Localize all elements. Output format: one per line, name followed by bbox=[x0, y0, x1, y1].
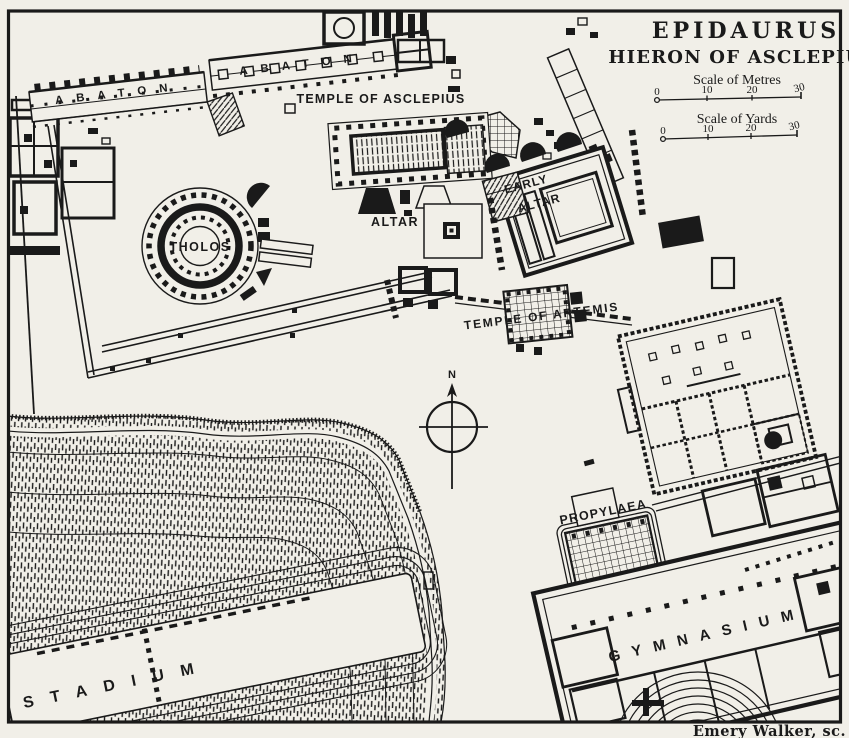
temple-of-artemis-structure bbox=[502, 283, 587, 355]
scale-tick: 20 bbox=[747, 84, 759, 96]
scale-tick: 0 bbox=[654, 86, 660, 98]
map-title-line2: HIERON OF ASCLEPIUS. bbox=[608, 47, 849, 68]
compass-north-label: N bbox=[448, 369, 456, 381]
label-temple-of-asclepius: TEMPLE OF ASCLEPIUS bbox=[297, 92, 466, 106]
stadium-field: STADIUM bbox=[10, 546, 448, 721]
early-altar-court bbox=[481, 132, 635, 279]
altar-structure bbox=[423, 203, 483, 259]
peristyle-colonnade bbox=[331, 115, 489, 187]
map-title-line1: EPIDAURUS bbox=[652, 18, 840, 44]
scale-of-yards: Scale of Yards 0 10 20 30 bbox=[659, 112, 802, 143]
north-arrow-icon bbox=[447, 383, 457, 397]
stadium-seat-row bbox=[36, 596, 312, 656]
abaton-ramp bbox=[206, 92, 246, 137]
cella bbox=[349, 127, 448, 176]
scale-metres-label: Scale of Metres bbox=[693, 73, 781, 88]
monument-base-row bbox=[486, 197, 506, 271]
small-enclosure bbox=[710, 256, 736, 290]
scale-tick: 0 bbox=[660, 125, 666, 137]
tholos-structure bbox=[141, 182, 314, 305]
label-tholos: THOLOS bbox=[169, 240, 230, 254]
temple-of-asclepius-structure bbox=[284, 103, 493, 216]
scale-yards-label: Scale of Yards bbox=[697, 112, 778, 127]
map-content: STADIUM bbox=[10, 12, 839, 721]
road-marker bbox=[423, 571, 434, 590]
exedra bbox=[485, 153, 510, 173]
tholos-inner-colonnade bbox=[169, 215, 231, 277]
stadium-track bbox=[10, 572, 427, 721]
scale-tick: 30 bbox=[792, 81, 806, 95]
scale-tick: 10 bbox=[702, 84, 714, 96]
stadium-starting-line bbox=[141, 628, 163, 708]
scale-of-metres: Scale of Metres 0 10 20 30 bbox=[653, 73, 807, 104]
engraver-credit: Emery Walker, sc. bbox=[693, 723, 846, 738]
odeon bbox=[619, 671, 777, 721]
northeast-rooms bbox=[700, 452, 839, 538]
dark-monument bbox=[658, 215, 704, 249]
exedra bbox=[445, 119, 470, 138]
tholos-wall bbox=[157, 203, 243, 289]
exedra bbox=[556, 132, 582, 152]
exedra bbox=[246, 182, 270, 208]
gymnasium-structure: GYMNASIUM bbox=[530, 518, 839, 721]
votive-base-row bbox=[628, 129, 647, 219]
tholos-outer-colonnade bbox=[146, 192, 254, 300]
katagogion-structure bbox=[615, 296, 819, 497]
scale-tick: 20 bbox=[746, 122, 758, 134]
compass-rose: N bbox=[419, 369, 488, 489]
well-structure bbox=[333, 17, 355, 39]
exedra bbox=[520, 142, 546, 162]
title-block: EPIDAURUS HIERON OF ASCLEPIUS. bbox=[608, 18, 849, 68]
label-altar: ALTAR bbox=[371, 215, 419, 229]
abaton-east-structure: ABATON bbox=[208, 29, 433, 99]
scale-tick: 10 bbox=[703, 123, 715, 135]
abaton-west-structure: ABATON bbox=[28, 65, 246, 137]
map-border bbox=[6, 9, 843, 724]
temple-ramp bbox=[358, 188, 396, 214]
scale-tick: 30 bbox=[787, 119, 801, 133]
